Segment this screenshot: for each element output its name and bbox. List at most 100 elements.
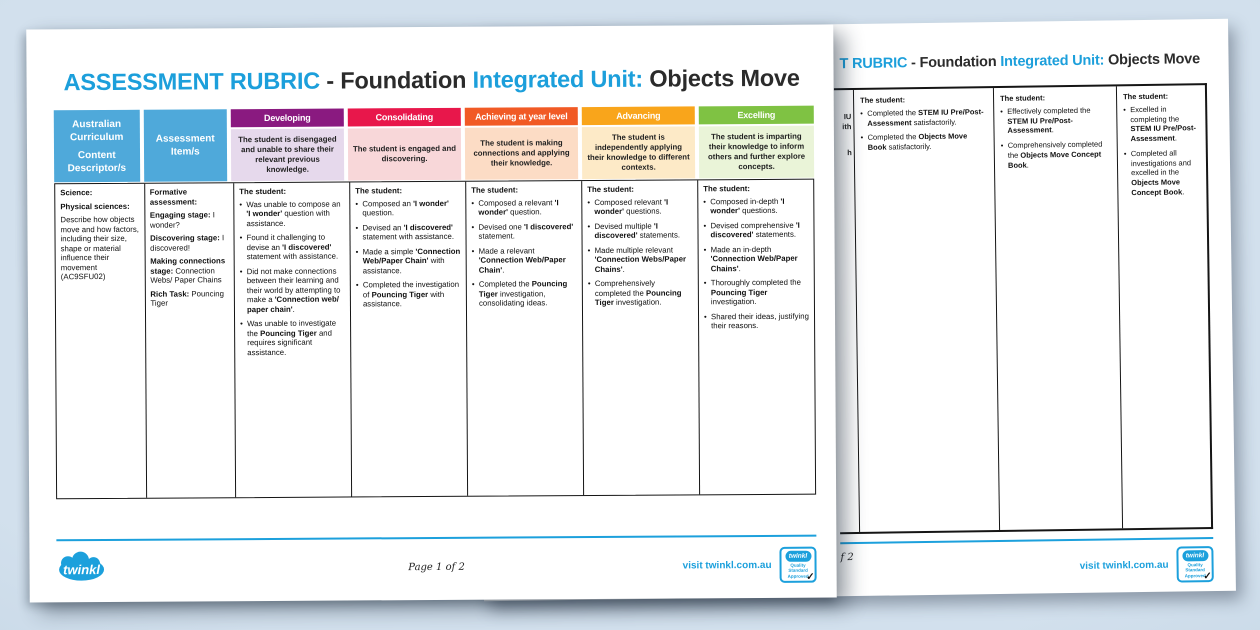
body-paragraph: Describe how objects move and how factor… xyxy=(60,214,139,282)
rubric-bullet: Completed the investigation of Pouncing … xyxy=(356,280,461,309)
check-icon: ✓ xyxy=(1203,571,1212,583)
level-descriptor: The student is making connections and ap… xyxy=(464,127,579,180)
text-fragment: IU xyxy=(843,112,852,122)
visit-link[interactable]: visit twinkl.com.au xyxy=(1079,559,1169,572)
column-body: Formative assessment: Engaging stage: I w… xyxy=(144,183,237,498)
level-name: Achieving at year level xyxy=(464,107,578,126)
rubric-bullet: Did not make connections between their l… xyxy=(240,266,345,314)
level-name: Consolidating xyxy=(347,107,461,127)
column-body: The student: Composed relevant 'I wonder'… xyxy=(582,180,701,496)
title-segment: Objects Move xyxy=(1104,51,1201,69)
rubric-bullet: Devised comprehensive 'I discovered' sta… xyxy=(703,220,808,240)
body-paragraph: Making connections stage: Connection Web… xyxy=(150,256,226,285)
column-body: The student: Composed in-depth 'I wonder'… xyxy=(698,180,815,495)
svg-text:twinkl: twinkl xyxy=(63,562,100,577)
level-name: Excelling xyxy=(698,105,814,125)
bullet-list: Excelled in completing the STEM IU Pre/P… xyxy=(1123,104,1200,198)
rubric-bullet: Made a simple 'Connection Web/Paper Chai… xyxy=(356,246,461,275)
rubric-bullet: Composed a relevant 'I wonder' question. xyxy=(471,198,576,218)
rubric-bullet: Completed the Pouncing Tiger investigati… xyxy=(472,279,577,308)
column-body: The student:Completed the STEM IU Pre/Po… xyxy=(853,88,1001,532)
column-body: The student: Effectively completed the ST… xyxy=(993,86,1124,531)
title-segment: Integrated Unit: xyxy=(472,65,644,93)
level-descriptor: The student is independently applying th… xyxy=(581,126,696,180)
body-intro: The student: xyxy=(999,93,1046,103)
title-segment: Objects Move xyxy=(642,64,800,92)
page-number-label: Page 1 of 2 xyxy=(408,561,465,573)
rubric-bullet: Completed all investigations and excelle… xyxy=(1124,148,1201,198)
body-intro: The student: xyxy=(703,184,751,194)
rubric-bullet: Made an in-depth 'Connection Web/Paper C… xyxy=(704,244,809,273)
rubric-bullet: Shared their ideas, justifying their rea… xyxy=(704,311,809,331)
level-descriptor: The student is imparting their knowledge… xyxy=(698,125,815,179)
body-intro: The student: xyxy=(587,184,635,195)
rubric-bullet: Excelled in completing the STEM IU Pre/P… xyxy=(1123,104,1200,144)
page-footer: f 2 visit twinkl.com.au twinkl Quality S… xyxy=(840,537,1214,591)
rubric-bullet: Devised one 'I discovered' statement. xyxy=(471,222,576,242)
check-icon: ✓ xyxy=(806,571,815,583)
bullet-list: Composed a relevant 'I wonder' question.… xyxy=(471,198,577,309)
rubric-bullet: Effectively completed the STEM IU Pre/Po… xyxy=(1000,105,1110,136)
body-intro: The student: xyxy=(239,186,287,197)
header-line: Item/s xyxy=(170,146,200,158)
rubric-bullet: Made a relevant 'Connection Web/Paper Ch… xyxy=(472,246,577,275)
body-intro: The student: xyxy=(471,185,519,195)
twinkl-logo-icon: twinkl xyxy=(59,551,105,581)
text-fragment: ith xyxy=(842,122,852,132)
header-line: Content xyxy=(77,149,116,161)
bullet-list: Was unable to compose an 'I wonder' ques… xyxy=(239,199,345,357)
rubric-bullet: Devised an 'I discovered' statement with… xyxy=(355,222,460,242)
header-line: Curriculum xyxy=(69,131,124,143)
rubric-bullet: Completed the Objects Move Book satisfac… xyxy=(861,131,988,152)
bullet-list: Composed relevant 'I wonder' questions.D… xyxy=(587,197,693,308)
bullet-list: Completed the STEM IU Pre/Post-Assessmen… xyxy=(860,107,988,153)
header-line: Australian xyxy=(72,118,122,130)
header-line: Descriptor/s xyxy=(67,162,127,174)
rubric-bullet: Composed an 'I wonder' question. xyxy=(355,198,460,218)
level-descriptor: The student is engaged and discovering. xyxy=(347,127,462,181)
body-paragraph: Science: xyxy=(60,188,93,198)
page-title: ASSESSMENT RUBRIC - Foundation Integrate… xyxy=(64,65,800,96)
rubric-bullet: Found it challenging to devise an 'I dis… xyxy=(240,233,345,262)
level-name: Advancing xyxy=(581,106,695,126)
rubric-bullet: Made multiple relevant 'Connection Webs/… xyxy=(588,245,693,274)
rubric-page-1: ASSESSMENT RUBRIC - Foundation Integrate… xyxy=(26,24,837,603)
rubric-body-row: Science:Physical sciences:Describe how o… xyxy=(54,178,817,500)
quality-badge: twinkl Quality Standard Approved ✓ xyxy=(1176,546,1214,583)
bullet-list: Effectively completed the STEM IU Pre/Po… xyxy=(1000,105,1111,170)
title-segment: Integrated Unit: xyxy=(1000,52,1105,70)
body-paragraph: Rich Task: Pouncing Tiger xyxy=(150,288,224,308)
title-segment: - Foundation xyxy=(319,66,473,94)
rubric-bullet: Thoroughly completed the Pouncing Tiger … xyxy=(704,278,809,307)
level-name: Developing xyxy=(230,108,344,128)
body-intro: The student: xyxy=(1122,91,1169,102)
column-body: The student: Was unable to compose an 'I … xyxy=(234,182,353,498)
rubric-bullet: Comprehensively completed the Pouncing T… xyxy=(588,278,693,307)
page-title: T RUBRIC - Foundation Integrated Unit: O… xyxy=(839,51,1200,72)
title-segment: - Foundation xyxy=(907,53,1001,72)
body-paragraph: Engaging stage: I wonder? xyxy=(149,210,215,230)
rubric-bullet: Completed the STEM IU Pre/Post-Assessmen… xyxy=(860,107,987,128)
level-descriptor: The student is disengaged and unable to … xyxy=(230,128,345,182)
column-body: The student: Composed an 'I wonder' quest… xyxy=(350,181,469,497)
title-segment: ASSESSMENT RUBRIC xyxy=(63,67,321,96)
rubric-bullet: Was unable to investigate the Pouncing T… xyxy=(240,319,345,358)
body-intro: The student: xyxy=(355,186,403,196)
rubric-bullet: Composed in-depth 'I wonder' questions. xyxy=(703,196,808,216)
column-body: The student: Composed a relevant 'I wonde… xyxy=(466,181,585,496)
body-paragraph: Formative assessment: xyxy=(149,187,198,207)
